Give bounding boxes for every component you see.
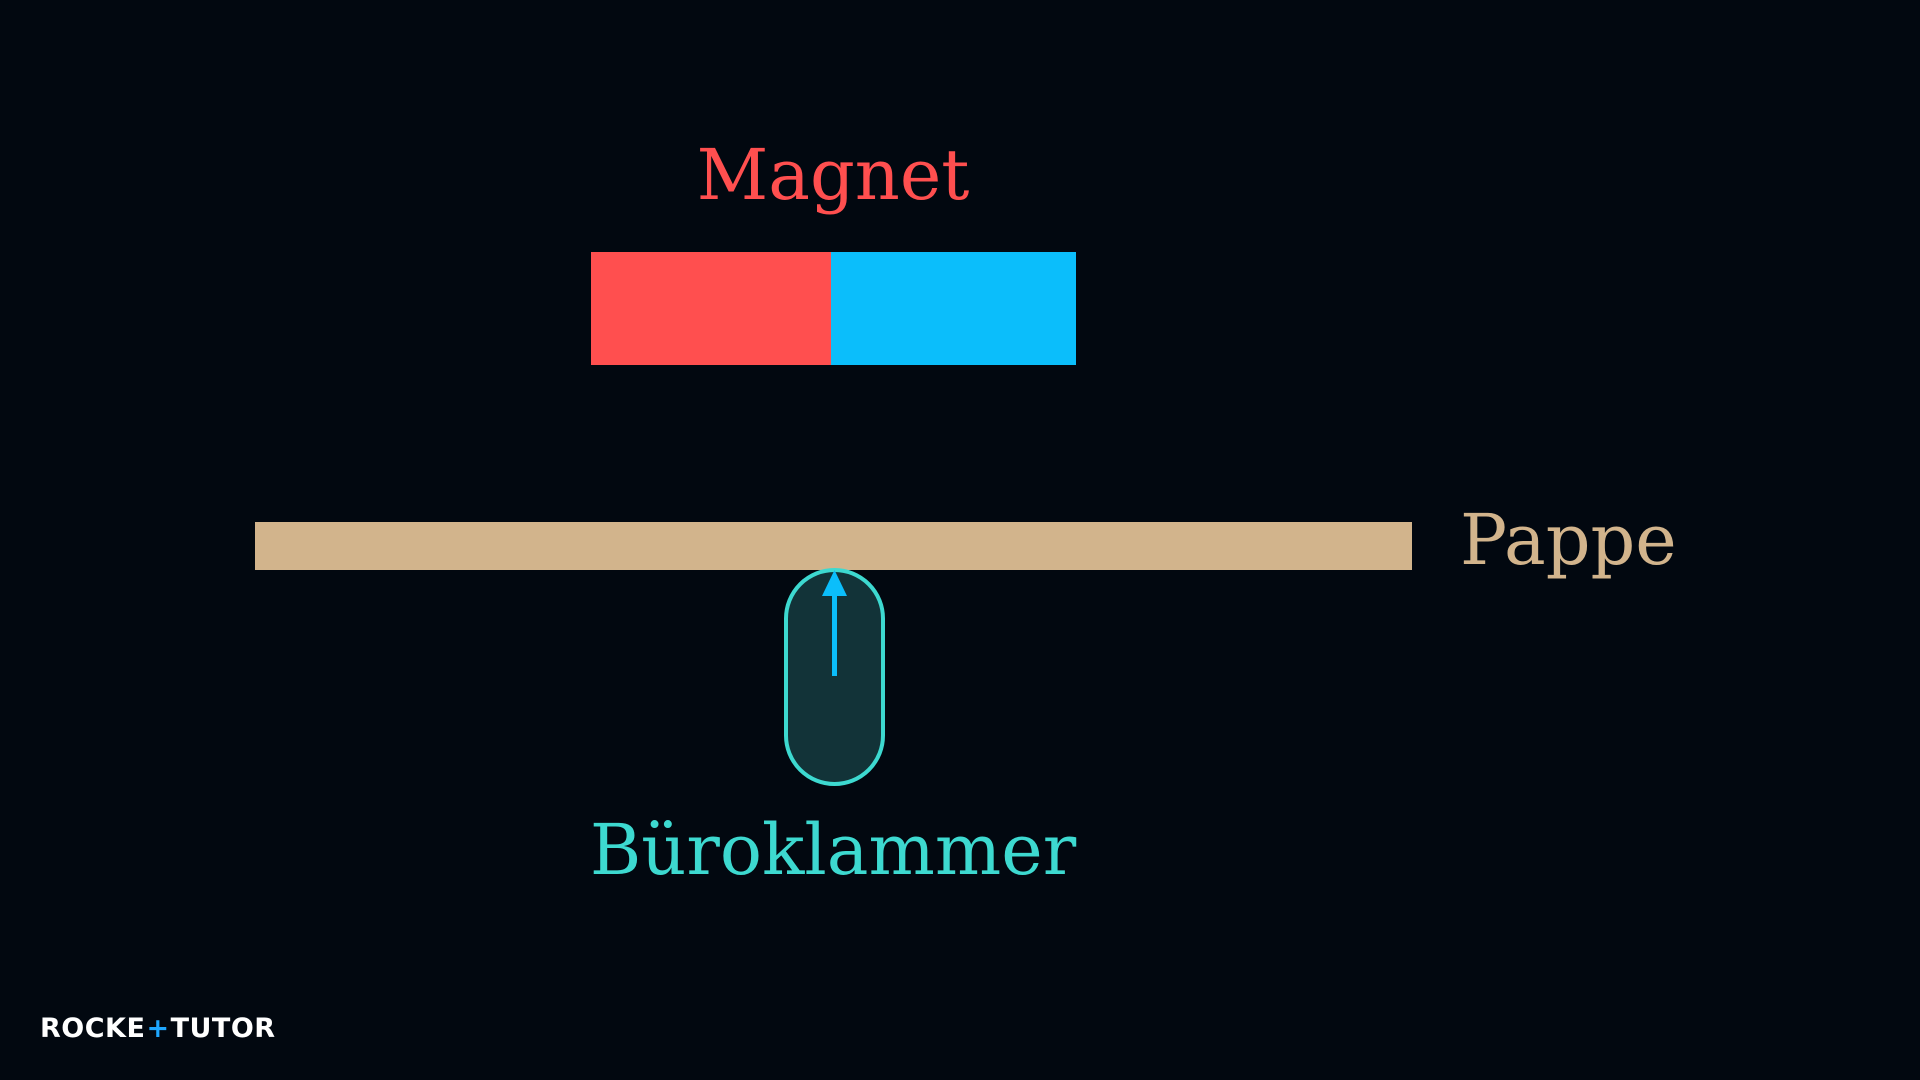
- paperclip: [784, 568, 885, 786]
- cardboard-label: Pappe: [1460, 499, 1677, 581]
- magnet-label: Magnet: [696, 134, 970, 216]
- bar-magnet: [591, 252, 1076, 365]
- logo-plus-icon: +: [146, 1012, 170, 1044]
- paperclip-label: Büroklammer: [589, 809, 1077, 891]
- rocket-tutor-logo: ROCKE+TUTOR: [40, 1012, 276, 1044]
- cardboard-sheet: [255, 522, 1412, 570]
- attraction-arrow-head: [822, 570, 847, 596]
- magnet-north-pole: [591, 252, 831, 365]
- logo-text-part1: ROCKE: [40, 1012, 146, 1044]
- magnet-south-pole: [831, 252, 1076, 365]
- logo-text-part2: TUTOR: [170, 1012, 276, 1044]
